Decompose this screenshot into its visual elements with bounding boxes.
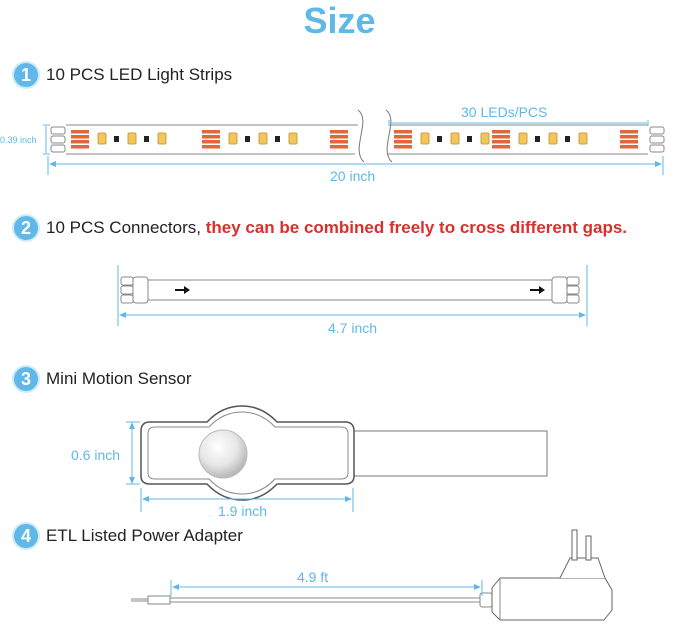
solder-pad [330,135,348,139]
solder-pad [330,145,348,149]
adapter-cable-length-label: 4.9 ft [297,569,329,585]
sensor-lens [198,429,248,479]
led-strip-left-connector [50,126,66,153]
resistor [144,136,149,142]
solder-pad [202,130,220,134]
section-2-title: 10 PCS Connectors, they can be combined … [46,218,627,238]
led-chip [548,132,558,145]
sensor-width-label: 1.9 inch [218,503,268,519]
solder-pad [492,140,510,144]
solder-pad [71,135,89,139]
section-2-label: 10 PCS Connectors, [46,218,201,237]
resistor [535,136,540,142]
solder-pad [492,135,510,139]
section-3-number-badge: 3 [14,367,38,391]
page-title: Size [303,0,376,41]
led-chips [71,130,638,149]
direction-arrow-icon [175,286,190,294]
direction-arrow-icon [530,286,545,294]
solder-pad [330,140,348,144]
resistor [565,136,570,142]
connector-length-label: 4.7 inch [328,320,378,336]
section-1-header: 1 10 PCS LED Light Strips [14,63,232,87]
led-strip-right-connector [649,126,665,153]
resistor [437,136,442,142]
strip-length-label: 20 inch [330,168,376,184]
section-2-highlight: they can be combined freely to cross dif… [205,218,628,237]
sensor-height-dimension [126,421,140,485]
led-chip [228,132,238,145]
section-1-number-badge: 1 [14,63,38,87]
section-4-number-badge: 4 [14,524,38,548]
solder-pad [620,145,638,149]
adapter-cable-dimension [170,580,483,596]
power-adapter-drawing [131,529,613,621]
solder-pad [394,140,412,144]
solder-pad [394,130,412,134]
solder-pad [620,135,638,139]
section-4-header: 4 ETL Listed Power Adapter [14,524,243,548]
solder-pad [620,140,638,144]
solder-pad [71,130,89,134]
resistor [114,136,119,142]
solder-pad [202,135,220,139]
led-strip-drawing [50,109,665,163]
connector-drawing [120,276,580,304]
sensor-width-dimension [140,488,354,512]
led-chip [578,132,588,145]
section-2-number-badge: 2 [14,216,38,240]
section-4-title: ETL Listed Power Adapter [46,526,243,545]
section-3-title: Mini Motion Sensor [46,369,192,388]
led-chip [127,132,137,145]
section-1-title: 10 PCS LED Light Strips [46,65,233,84]
strip-height-dimension [43,124,50,155]
leds-per-strip-label: 30 LEDs/PCS [461,104,548,120]
solder-pad [394,145,412,149]
led-chip [420,132,430,145]
led-chip [157,132,167,145]
led-chip [258,132,268,145]
led-chip [97,132,107,145]
solder-pad [492,145,510,149]
connector-length-dimension [117,265,588,326]
sensor-height-label: 0.6 inch [71,447,121,463]
solder-pad [71,145,89,149]
leds-per-strip-dimension [388,120,649,126]
solder-pad [620,130,638,134]
resistor [467,136,472,142]
strip-height-label: 0.39 inch [0,135,37,145]
led-chip [480,132,490,145]
led-chip [450,132,460,145]
solder-pad [330,130,348,134]
resistor [245,136,250,142]
strip-length-dimension [47,156,664,175]
solder-pad [71,140,89,144]
resistor [275,136,280,142]
led-chip [518,132,528,145]
solder-pad [202,145,220,149]
solder-pad [394,135,412,139]
solder-pad [202,140,220,144]
led-chip [288,132,298,145]
solder-pad [492,130,510,134]
section-2-header: 2 10 PCS Connectors, they can be combine… [14,216,627,240]
section-3-header: 3 Mini Motion Sensor [14,367,192,391]
motion-sensor-drawing [140,405,548,501]
